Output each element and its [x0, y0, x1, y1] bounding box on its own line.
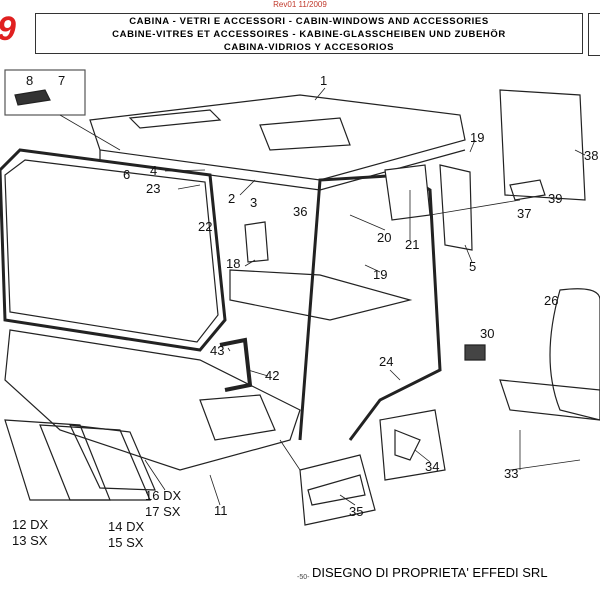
callout-4: 4	[150, 163, 158, 178]
callout-13sx: 13 SX	[12, 533, 48, 548]
callout-14dx: 14 DX	[108, 519, 145, 534]
cabin-floor	[4, 269, 413, 471]
leader-lines	[59, 87, 586, 506]
callout-26: 26	[544, 293, 559, 308]
side-panels	[4, 419, 156, 501]
callout-3: 3	[250, 195, 258, 210]
title-line-1: CABINA - VETRI E ACCESSORI - CABIN-WINDO…	[129, 16, 489, 27]
ownership-notice: DISEGNO DI PROPRIETA' EFFEDI SRL	[312, 565, 548, 580]
callout-6: 6	[123, 167, 131, 182]
callout-16dx: 16 DX	[145, 488, 182, 503]
callout-42: 42	[265, 368, 280, 383]
callout-1: 1	[320, 73, 328, 88]
section-number: 9	[0, 10, 16, 49]
title-box: CABINA - VETRI E ACCESSORI - CABIN-WINDO…	[35, 13, 583, 54]
revision-label: Rev01 11/2009	[273, 0, 327, 9]
side-box	[588, 13, 600, 56]
handles-and-small-parts	[4, 69, 546, 392]
rear-bracket	[439, 89, 586, 251]
callout-39: 39	[548, 191, 563, 206]
callout-37: 37	[517, 206, 532, 221]
callout-7: 7	[58, 73, 66, 88]
callout-5: 5	[469, 259, 477, 274]
callout-43: 43	[210, 343, 225, 358]
page-number: -50-	[297, 574, 310, 581]
callout-19: 19	[470, 130, 485, 145]
callout-19b: 19	[373, 267, 388, 282]
door-seal-and-frame	[298, 164, 442, 441]
callout-18: 18	[226, 256, 241, 271]
callout-15sx: 15 SX	[108, 535, 144, 550]
callout-38: 38	[584, 148, 599, 163]
callout-34: 34	[425, 459, 440, 474]
windshield	[0, 148, 227, 352]
callout-30: 30	[480, 326, 495, 341]
callout-12dx: 12 DX	[12, 517, 49, 532]
callout-2: 2	[228, 191, 236, 206]
title-line-3: CABINA-VIDRIOS Y ACCESORIOS	[223, 42, 395, 53]
callout-22: 22	[198, 219, 213, 234]
detail-boxes	[299, 409, 446, 526]
callout-17sx: 17 SX	[145, 504, 181, 519]
callout-35: 35	[349, 504, 364, 519]
title-line-2: CABINE-VITRES ET ACCESSOIRES - KABINE-GL…	[112, 29, 506, 40]
callout-20: 20	[377, 230, 392, 245]
callout-8: 8	[26, 73, 34, 88]
callout-21: 21	[405, 237, 420, 252]
callout-36: 36	[293, 204, 308, 219]
callout-11: 11	[214, 503, 228, 518]
callout-23: 23	[146, 181, 161, 196]
callout-24: 24	[379, 354, 394, 369]
seat	[464, 288, 600, 421]
callout-33: 33	[504, 466, 519, 481]
